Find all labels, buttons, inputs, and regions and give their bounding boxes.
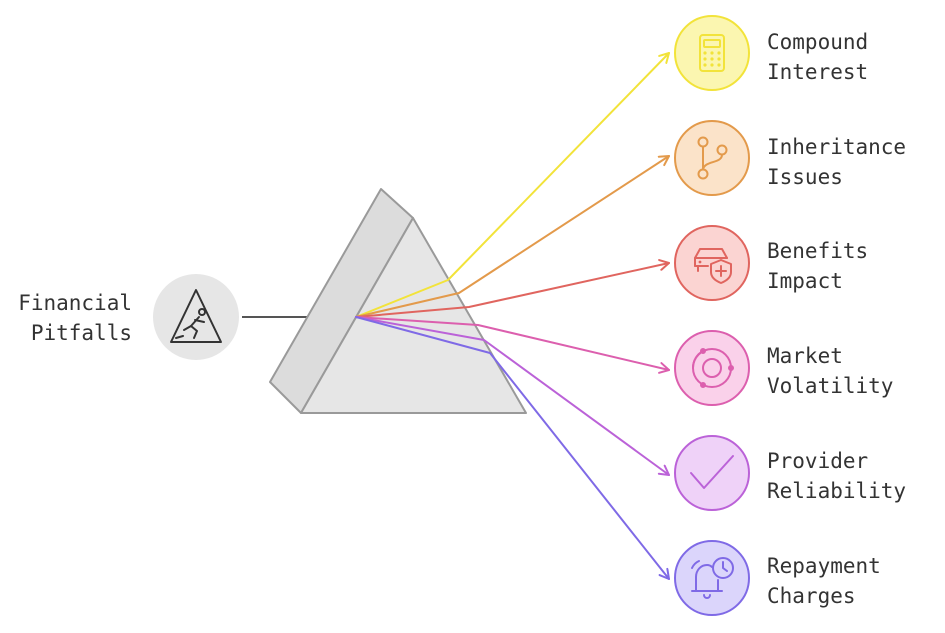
branch-icon <box>697 136 728 180</box>
output-node-inheritance-issues <box>674 120 750 196</box>
prism <box>269 188 527 414</box>
car-insurance-icon <box>694 248 732 284</box>
label-line2: Volatility <box>767 374 894 398</box>
calculator-icon <box>699 34 725 72</box>
label-line2: Issues <box>767 165 843 189</box>
fall-hazard-warning-icon <box>170 289 222 343</box>
ray-provider-reliability <box>355 316 670 476</box>
output-node-benefits-impact <box>674 225 750 301</box>
output-node-repayment-charges <box>674 540 750 616</box>
label-provider-reliability: Provider Reliability <box>767 446 906 506</box>
output-node-provider-reliability <box>674 435 750 511</box>
label-line1: Market <box>767 344 843 368</box>
label-market-volatility: Market Volatility <box>767 341 893 401</box>
label-benefits-impact: Benefits Impact <box>767 236 868 296</box>
ray-compound-interest <box>355 52 670 318</box>
label-line1: Provider <box>767 449 869 473</box>
output-node-market-volatility <box>674 330 750 406</box>
ray-market-volatility <box>355 316 670 374</box>
source-node <box>153 274 239 360</box>
label-line1: Repayment <box>767 554 881 578</box>
label-line1: Inheritance <box>767 135 907 159</box>
source-label: Financial Pitfalls <box>10 288 132 348</box>
label-inheritance-issues: Inheritance Issues <box>767 132 906 192</box>
source-label-line1: Financial <box>18 291 132 315</box>
ray-repayment-charges <box>355 316 670 580</box>
bell-clock-icon <box>691 557 734 599</box>
label-line2: Reliability <box>767 479 907 503</box>
label-line1: Compound <box>767 30 869 54</box>
cycle-icon <box>691 348 734 388</box>
output-node-compound-interest <box>674 15 750 91</box>
checkmark-icon <box>690 455 734 489</box>
label-line2: Impact <box>767 269 843 293</box>
ray-benefits-impact <box>355 259 670 318</box>
label-line2: Charges <box>767 584 856 608</box>
label-line1: Benefits <box>767 239 869 263</box>
source-label-line2: Pitfalls <box>30 321 132 345</box>
label-compound-interest: Compound Interest <box>767 27 868 87</box>
label-repayment-charges: Repayment Charges <box>767 551 881 611</box>
rays <box>355 52 670 580</box>
label-line2: Interest <box>767 60 869 84</box>
ray-inheritance-issues <box>355 155 670 318</box>
